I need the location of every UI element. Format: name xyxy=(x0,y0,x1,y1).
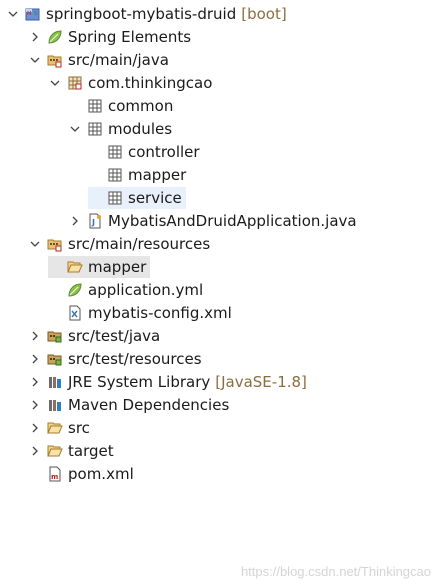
spring-elements-label: Spring Elements xyxy=(68,28,192,46)
svg-text:M: M xyxy=(27,11,31,17)
tree-item-application-yml[interactable]: application.yml xyxy=(48,279,203,301)
java-file-icon: J xyxy=(87,213,103,229)
collapse-arrow-icon[interactable] xyxy=(28,394,42,416)
folder-icon xyxy=(47,420,63,436)
spring-leaf-icon xyxy=(47,29,63,45)
application-yml-label: application.yml xyxy=(88,281,204,299)
source-folder-icon xyxy=(47,351,63,367)
spring-yml-icon xyxy=(67,282,83,298)
collapse-arrow-icon[interactable] xyxy=(28,26,42,48)
package-icon xyxy=(87,121,103,137)
jre-library-decoration: [JavaSE-1.8] xyxy=(215,373,307,391)
package-modules-label: modules xyxy=(108,120,173,138)
maven-dependencies-label: Maven Dependencies xyxy=(68,396,230,414)
tree-item-package-common[interactable]: common xyxy=(68,95,173,117)
source-folder-icon xyxy=(47,52,63,68)
tree-item-application-class[interactable]: J MybatisAndDruidApplication.java xyxy=(68,210,357,232)
tree-item-package-mapper[interactable]: mapper xyxy=(88,164,186,186)
package-icon xyxy=(107,190,123,206)
xml-file-icon xyxy=(67,305,83,321)
package-mapper-label: mapper xyxy=(128,166,187,184)
expand-arrow-icon[interactable] xyxy=(28,233,42,255)
src-test-resources-label: src/test/resources xyxy=(68,350,202,368)
src-folder-label: src xyxy=(68,419,90,437)
watermark-text: https://blog.csdn.net/Thinkingcao xyxy=(240,564,431,579)
package-common-label: common xyxy=(108,97,174,115)
tree-item-project[interactable]: M S springboot-mybatis-druid [boot] xyxy=(6,3,287,25)
collapse-arrow-icon[interactable] xyxy=(28,440,42,462)
expand-arrow-icon[interactable] xyxy=(6,3,20,25)
resources-mapper-label: mapper xyxy=(88,258,147,276)
package-icon xyxy=(107,144,123,160)
collapse-arrow-icon[interactable] xyxy=(28,417,42,439)
collapse-arrow-icon[interactable] xyxy=(28,348,42,370)
library-icon xyxy=(47,397,63,413)
package-service-label: service xyxy=(128,189,182,207)
tree-item-src-main-java[interactable]: src/main/java xyxy=(28,49,169,71)
package-icon xyxy=(107,167,123,183)
expand-arrow-icon[interactable] xyxy=(48,72,62,94)
package-icon xyxy=(67,75,83,91)
tree-item-pom-xml[interactable]: m pom.xml xyxy=(28,463,134,485)
expand-arrow-icon[interactable] xyxy=(68,118,82,140)
tree-item-src-main-resources[interactable]: src/main/resources xyxy=(28,233,210,255)
expand-arrow-icon[interactable] xyxy=(28,49,42,71)
src-main-java-label: src/main/java xyxy=(68,51,169,69)
collapse-arrow-icon[interactable] xyxy=(28,325,42,347)
source-folder-icon xyxy=(47,328,63,344)
application-class-label: MybatisAndDruidApplication.java xyxy=(108,212,357,230)
target-folder-label: target xyxy=(68,442,114,460)
tree-item-mybatis-config[interactable]: mybatis-config.xml xyxy=(48,302,232,324)
svg-text:m: m xyxy=(51,473,58,481)
tree-item-package-controller[interactable]: controller xyxy=(88,141,200,163)
package-root-label: com.thinkingcao xyxy=(88,74,213,92)
tree-item-src-test-resources[interactable]: src/test/resources xyxy=(28,348,202,370)
src-main-resources-label: src/main/resources xyxy=(68,235,211,253)
package-icon xyxy=(87,98,103,114)
tree-item-target-folder[interactable]: target xyxy=(28,440,114,462)
mybatis-config-label: mybatis-config.xml xyxy=(88,304,232,322)
tree-item-package-modules[interactable]: modules xyxy=(68,118,172,140)
collapse-arrow-icon[interactable] xyxy=(28,371,42,393)
tree-item-package-service[interactable]: service xyxy=(88,187,186,209)
project-label: springboot-mybatis-druid xyxy=(46,5,237,23)
src-test-java-label: src/test/java xyxy=(68,327,161,345)
svg-text:J: J xyxy=(91,218,95,227)
open-folder-icon xyxy=(67,259,83,275)
tree-item-maven-dependencies[interactable]: Maven Dependencies xyxy=(28,394,229,416)
tree-item-spring-elements[interactable]: Spring Elements xyxy=(28,26,191,48)
maven-pom-icon: m xyxy=(47,466,63,482)
maven-project-icon: M S xyxy=(25,6,41,22)
package-controller-label: controller xyxy=(128,143,200,161)
folder-icon xyxy=(47,443,63,459)
collapse-arrow-icon[interactable] xyxy=(68,210,82,232)
jre-library-label: JRE System Library xyxy=(68,373,211,391)
source-folder-icon xyxy=(47,236,63,252)
tree-item-src-test-java[interactable]: src/test/java xyxy=(28,325,160,347)
svg-text:S: S xyxy=(34,11,37,17)
project-decoration: [boot] xyxy=(241,5,287,23)
tree-item-package-root[interactable]: com.thinkingcao xyxy=(48,72,212,94)
tree-item-src-folder[interactable]: src xyxy=(28,417,90,439)
tree-item-jre-library[interactable]: JRE System Library [JavaSE-1.8] xyxy=(28,371,307,393)
tree-item-resources-mapper[interactable]: mapper xyxy=(48,256,151,278)
pom-xml-label: pom.xml xyxy=(68,465,134,483)
library-icon xyxy=(47,374,63,390)
